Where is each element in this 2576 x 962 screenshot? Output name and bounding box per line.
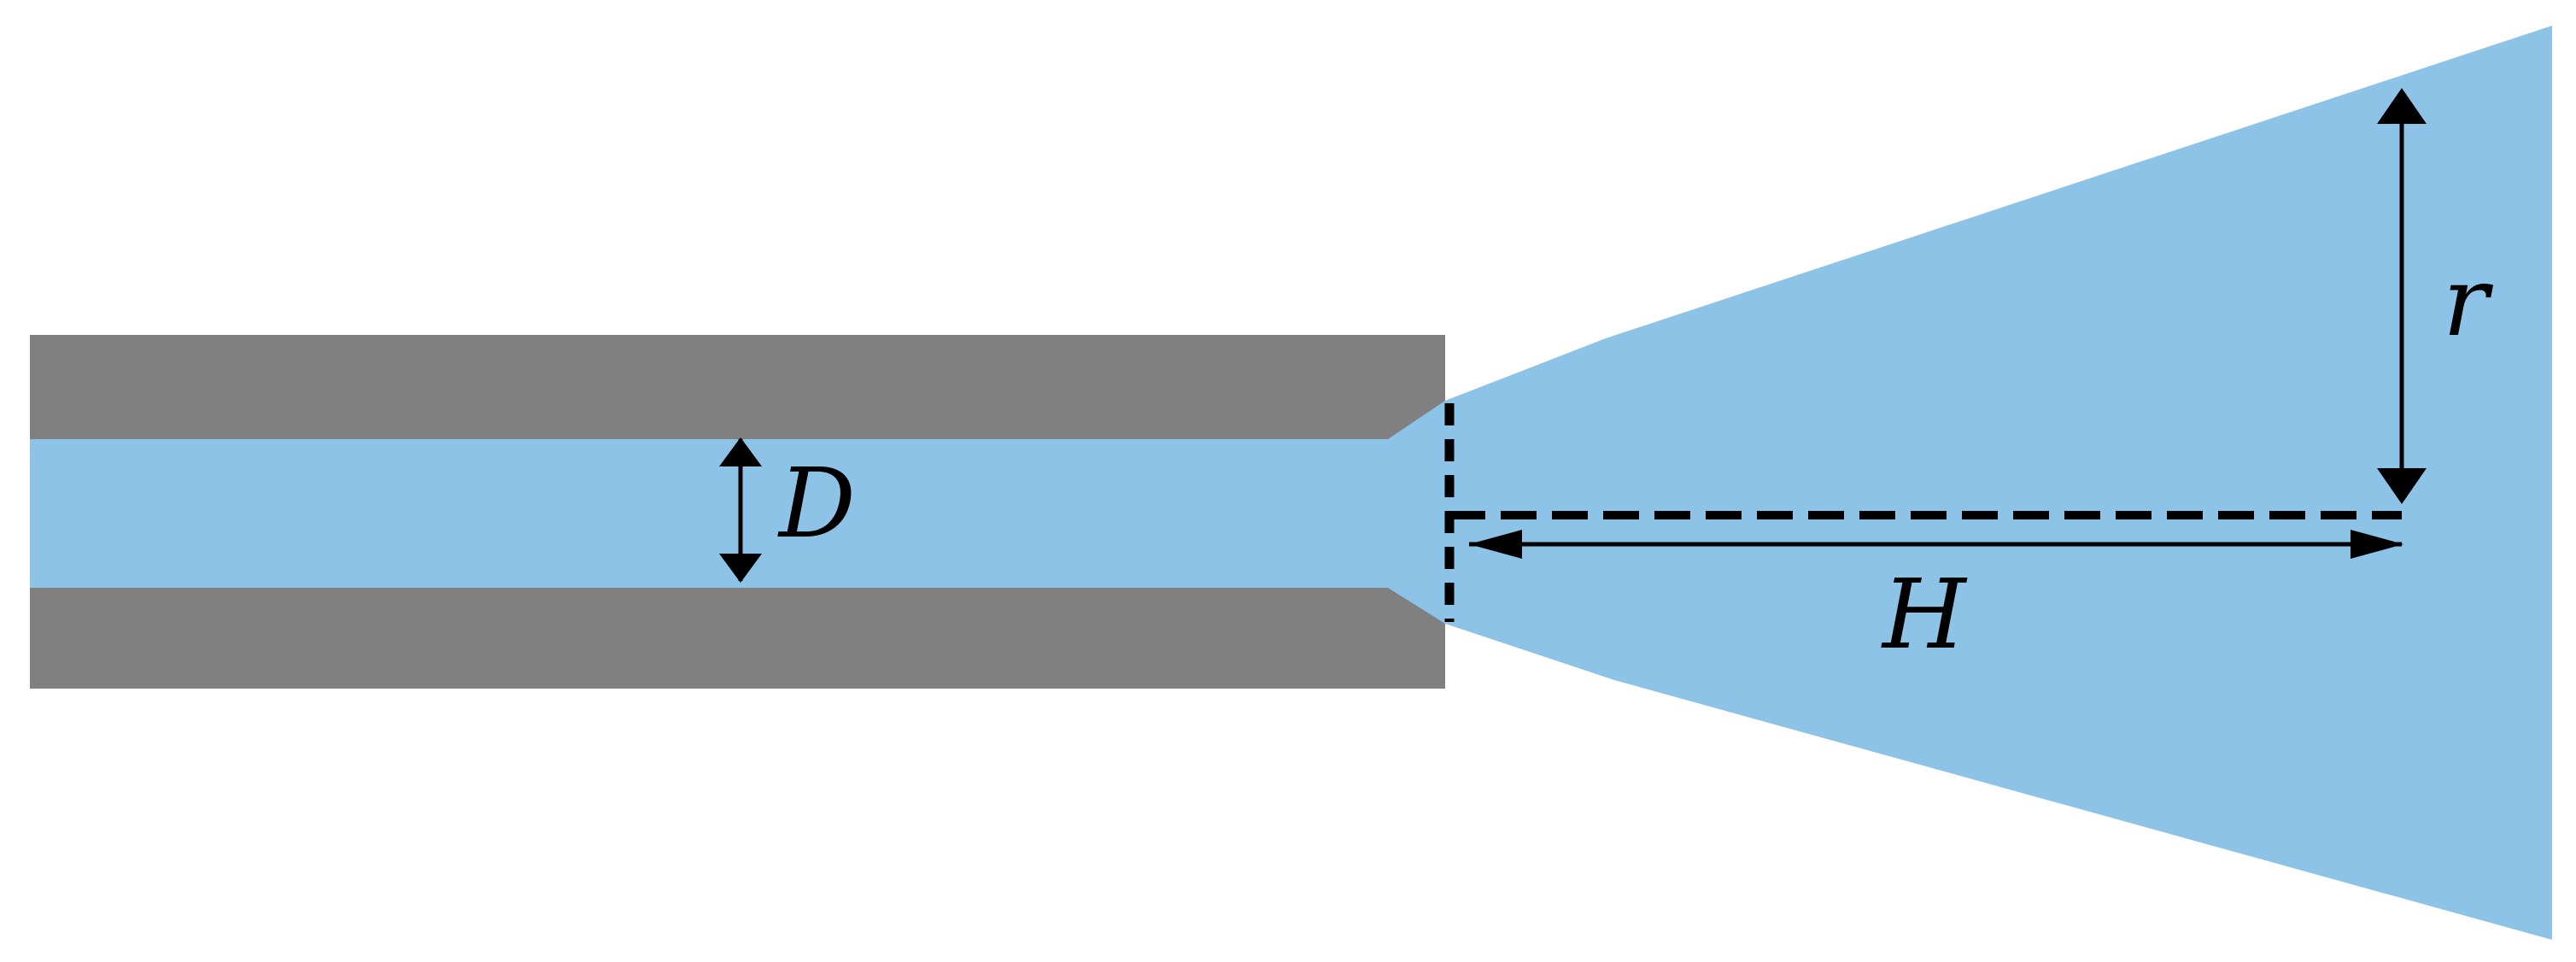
- radius-label: r: [2443, 247, 2494, 358]
- nozzle-wall-bottom: [30, 588, 1445, 689]
- radius-arrowhead-top: [2377, 88, 2427, 124]
- radius-arrowhead-bottom: [2377, 468, 2427, 504]
- height-arrowhead-left: [1469, 530, 1522, 559]
- spray-cone-fluid: [1388, 26, 2552, 940]
- height-label: H: [1881, 560, 1968, 671]
- diameter-label: D: [777, 449, 856, 560]
- nozzle-wall-top: [30, 335, 1445, 439]
- nozzle-channel-fluid: [30, 439, 1388, 588]
- diameter-arrowhead-bottom: [719, 554, 762, 583]
- height-arrowhead-right: [2351, 530, 2403, 559]
- diameter-arrowhead-top: [719, 437, 762, 466]
